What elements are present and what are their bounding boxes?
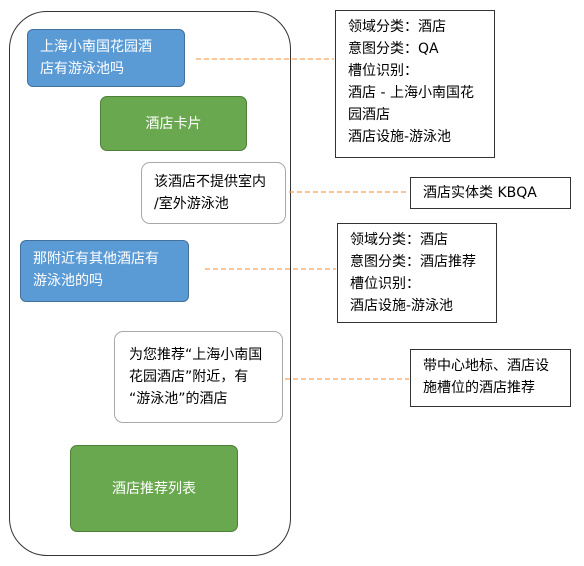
hotel-recommendation-list-card[interactable]: 酒店推荐列表 (70, 445, 238, 532)
bot-message-line: “游泳池”的酒店 (129, 391, 228, 407)
bot-message-line: 为您推荐“上海小南国 (129, 347, 263, 363)
user-message-nearby-question: 那附近有其他酒店有 游泳池的吗 (20, 240, 189, 302)
annotation-line: 酒店实体类 KBQA (423, 185, 537, 201)
annotation-line: 领域分类：酒店 (348, 19, 446, 35)
annotation-kbqa: 酒店实体类 KBQA (410, 177, 571, 209)
user-message-line: 那附近有其他酒店有 (33, 251, 159, 267)
annotation-line: 意图分类：QA (348, 41, 439, 57)
annotation-line: 意图分类：酒店推荐 (350, 254, 476, 270)
bot-message-no-pool: 该酒店不提供室内 /室外游泳池 (141, 162, 286, 224)
recommendation-list-label: 酒店推荐列表 (112, 480, 196, 497)
user-message-line: 店有游泳池吗 (40, 61, 124, 77)
annotation-line: 酒店 - 上海小南国花 (348, 85, 474, 101)
annotation-line: 酒店设施-游泳池 (348, 129, 452, 145)
annotation-line: 带中心地标、酒店设 (423, 358, 549, 374)
bot-message-line: 花园酒店”附近，有 (129, 369, 249, 385)
annotation-line: 槽位识别： (348, 63, 418, 79)
annotation-nlu-q2: 领域分类：酒店 意图分类：酒店推荐 槽位识别： 酒店设施-游泳池 (337, 223, 497, 323)
user-message-pool-question: 上海小南国花园酒 店有游泳池吗 (27, 29, 185, 87)
annotation-line: 领域分类：酒店 (350, 232, 448, 248)
hotel-card[interactable]: 酒店卡片 (100, 96, 247, 151)
user-message-line: 游泳池的吗 (33, 273, 103, 289)
hotel-card-label: 酒店卡片 (145, 115, 202, 132)
user-message-line: 上海小南国花园酒 (40, 39, 152, 55)
annotation-line: 施槽位的酒店推荐 (423, 380, 535, 396)
annotation-recommendation: 带中心地标、酒店设 施槽位的酒店推荐 (410, 349, 571, 407)
annotation-line: 园酒店 (348, 107, 390, 123)
annotation-line: 槽位识别： (350, 276, 420, 292)
bot-message-recommendation: 为您推荐“上海小南国 花园酒店”附近，有 “游泳池”的酒店 (114, 331, 283, 423)
annotation-nlu-q1: 领域分类：酒店 意图分类：QA 槽位识别： 酒店 - 上海小南国花 园酒店 酒店… (335, 10, 495, 158)
bot-message-line: 该酒店不提供室内 (154, 174, 266, 190)
bot-message-line: /室外游泳池 (154, 196, 229, 212)
annotation-line: 酒店设施-游泳池 (350, 298, 454, 314)
